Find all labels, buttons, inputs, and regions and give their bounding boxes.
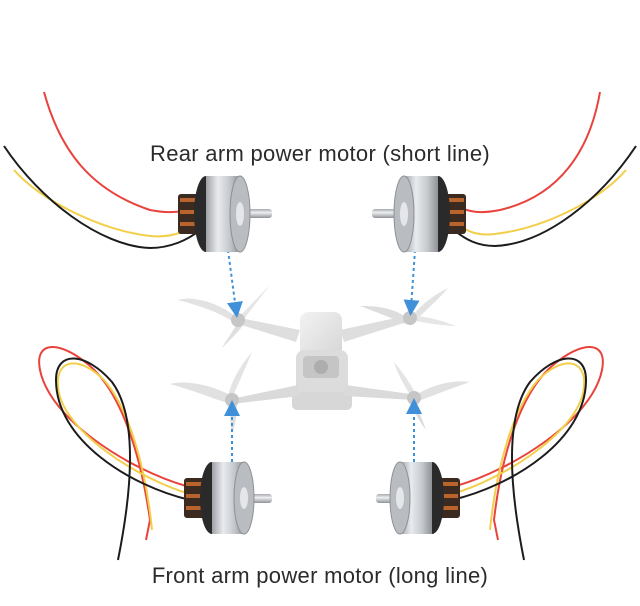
drone-illustration	[170, 282, 470, 434]
arrow-rear-left	[227, 249, 243, 318]
motor-front-right	[376, 461, 460, 535]
wires-front-left	[38, 346, 191, 561]
wires-rear-right	[453, 91, 637, 248]
motor-rear-left	[178, 175, 272, 253]
motor-front-left	[184, 461, 272, 535]
front-motor-caption: Front arm power motor (long line)	[151, 563, 489, 588]
rear-motor-caption: Rear arm power motor (short line)	[150, 141, 490, 166]
arrow-rear-right	[403, 249, 420, 316]
wires-rear-left	[3, 91, 201, 250]
motor-rear-right	[372, 175, 466, 253]
placement-arrows	[224, 249, 422, 462]
wires-front-right	[451, 346, 604, 561]
